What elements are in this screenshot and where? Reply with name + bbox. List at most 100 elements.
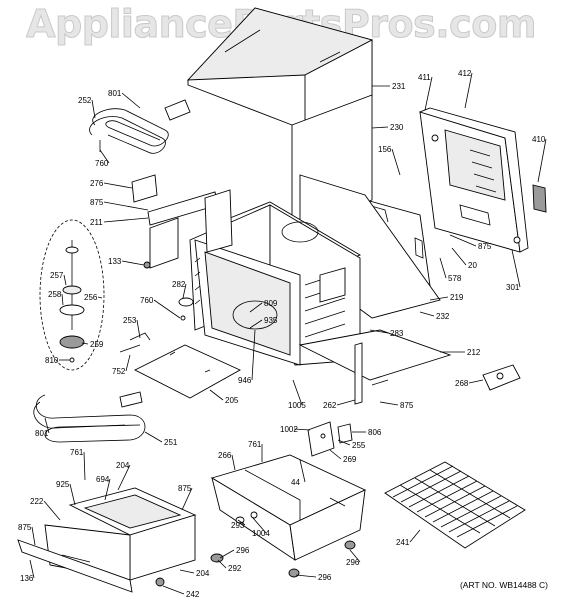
part-label-296[interactable]: 296: [318, 573, 332, 582]
part-label-760[interactable]: 760: [140, 296, 154, 305]
part-label-935[interactable]: 935: [264, 316, 278, 325]
part-label-1004[interactable]: 1004: [252, 529, 270, 538]
oven-rack: [384, 461, 526, 549]
leader-line-875: [31, 526, 36, 546]
leader-line-412: [464, 72, 473, 109]
part-label-232[interactable]: 232: [436, 312, 450, 321]
leader-line-133: [121, 260, 145, 266]
art-number: (ART NO. WB14488 C): [459, 580, 548, 590]
part-label-259[interactable]: 259: [90, 340, 104, 349]
leader-line-875: [379, 401, 399, 406]
leader-line-262: [336, 399, 356, 406]
part-label-268[interactable]: 268: [455, 379, 469, 388]
part-label-253[interactable]: 253: [123, 316, 137, 325]
part-label-809[interactable]: 809: [264, 299, 278, 308]
part-label-761[interactable]: 761: [70, 448, 84, 457]
oven-cavity: [189, 201, 362, 366]
leader-line-259: [81, 342, 89, 345]
part-label-875[interactable]: 875: [18, 523, 32, 532]
part-label-241[interactable]: 241: [396, 538, 410, 547]
part-label-801[interactable]: 801: [35, 429, 49, 438]
leader-line-296: [219, 549, 235, 559]
part-label-212[interactable]: 212: [467, 348, 481, 357]
leader-line-694: [104, 478, 111, 501]
part-label-761[interactable]: 761: [248, 440, 262, 449]
part-label-156[interactable]: 156: [378, 145, 392, 154]
leader-line-760: [99, 149, 110, 164]
part-label-257[interactable]: 257: [50, 271, 64, 280]
part-label-946[interactable]: 946: [238, 376, 252, 385]
part-label-262[interactable]: 262: [323, 401, 337, 410]
leader-line-268: [468, 379, 484, 384]
leader-line-875: [181, 487, 193, 511]
bottom-plate-212: [298, 329, 452, 405]
small-fasteners: [119, 261, 194, 353]
part-label-292[interactable]: 292: [228, 564, 242, 573]
part-label-283[interactable]: 283: [390, 329, 404, 338]
leader-line-258: [61, 293, 64, 306]
part-label-875[interactable]: 875: [178, 484, 192, 493]
part-label-293[interactable]: 293: [231, 521, 245, 530]
part-label-204[interactable]: 204: [116, 461, 130, 470]
part-label-251[interactable]: 251: [164, 438, 178, 447]
leader-line-752: [125, 354, 131, 372]
part-label-205[interactable]: 205: [225, 396, 239, 405]
leader-line-276: [103, 182, 133, 189]
part-label-276[interactable]: 276: [90, 179, 104, 188]
part-label-133[interactable]: 133: [108, 257, 122, 266]
leader-line-292: [217, 559, 227, 569]
leader-line-257: [63, 274, 67, 286]
part-label-20[interactable]: 20: [468, 261, 477, 270]
part-label-752[interactable]: 752: [112, 367, 126, 376]
leader-line-809: [249, 302, 263, 313]
part-label-810[interactable]: 810: [45, 356, 59, 365]
leader-line-252: [91, 99, 96, 119]
part-label-258[interactable]: 258: [48, 290, 62, 299]
part-label-256[interactable]: 256: [84, 293, 98, 302]
leader-line-410: [537, 138, 547, 183]
part-label-1002[interactable]: 1002: [280, 425, 298, 434]
part-label-875[interactable]: 875: [400, 401, 414, 410]
leader-line-875: [449, 234, 477, 247]
leader-line-269: [329, 449, 342, 460]
part-label-411[interactable]: 411: [418, 73, 431, 82]
part-label-255[interactable]: 255: [352, 441, 366, 450]
part-label-222[interactable]: 222: [30, 497, 44, 506]
leader-line-242: [162, 585, 185, 595]
part-label-694[interactable]: 694: [96, 475, 110, 484]
leader-line-204: [179, 569, 195, 574]
part-label-44[interactable]: 44: [291, 478, 300, 487]
part-label-230[interactable]: 230: [390, 123, 404, 132]
part-label-211[interactable]: 211: [90, 218, 103, 227]
part-label-242[interactable]: 242: [186, 590, 200, 599]
part-label-801[interactable]: 801: [108, 89, 122, 98]
leader-line-283: [369, 329, 389, 334]
part-label-1005[interactable]: 1005: [288, 401, 306, 410]
part-label-760[interactable]: 760: [95, 159, 109, 168]
part-label-875[interactable]: 875: [90, 198, 104, 207]
part-label-875[interactable]: 875: [478, 242, 492, 251]
storage-drawer: [17, 487, 197, 593]
part-label-296[interactable]: 296: [236, 546, 250, 555]
leader-line-232: [419, 311, 435, 317]
part-label-204[interactable]: 204: [196, 569, 210, 578]
part-label-806[interactable]: 806: [368, 428, 382, 437]
part-label-410[interactable]: 410: [532, 135, 546, 144]
part-label-252[interactable]: 252: [78, 96, 92, 105]
part-label-266[interactable]: 266: [218, 451, 232, 460]
part-label-136[interactable]: 136: [20, 574, 34, 583]
part-label-578[interactable]: 578: [448, 274, 462, 283]
leader-line-211: [103, 217, 149, 223]
latch-assembly-268: [482, 364, 521, 391]
part-label-219[interactable]: 219: [450, 293, 464, 302]
part-label-301[interactable]: 301: [506, 283, 520, 292]
part-label-282[interactable]: 282: [172, 280, 186, 289]
part-label-412[interactable]: 412: [458, 69, 472, 78]
part-label-269[interactable]: 269: [343, 455, 357, 464]
rear-panel-assembly: [418, 107, 547, 253]
part-label-925[interactable]: 925: [56, 480, 70, 489]
leader-line-935: [249, 319, 263, 329]
part-label-296[interactable]: 296: [346, 558, 360, 567]
part-label-231[interactable]: 231: [392, 82, 406, 91]
